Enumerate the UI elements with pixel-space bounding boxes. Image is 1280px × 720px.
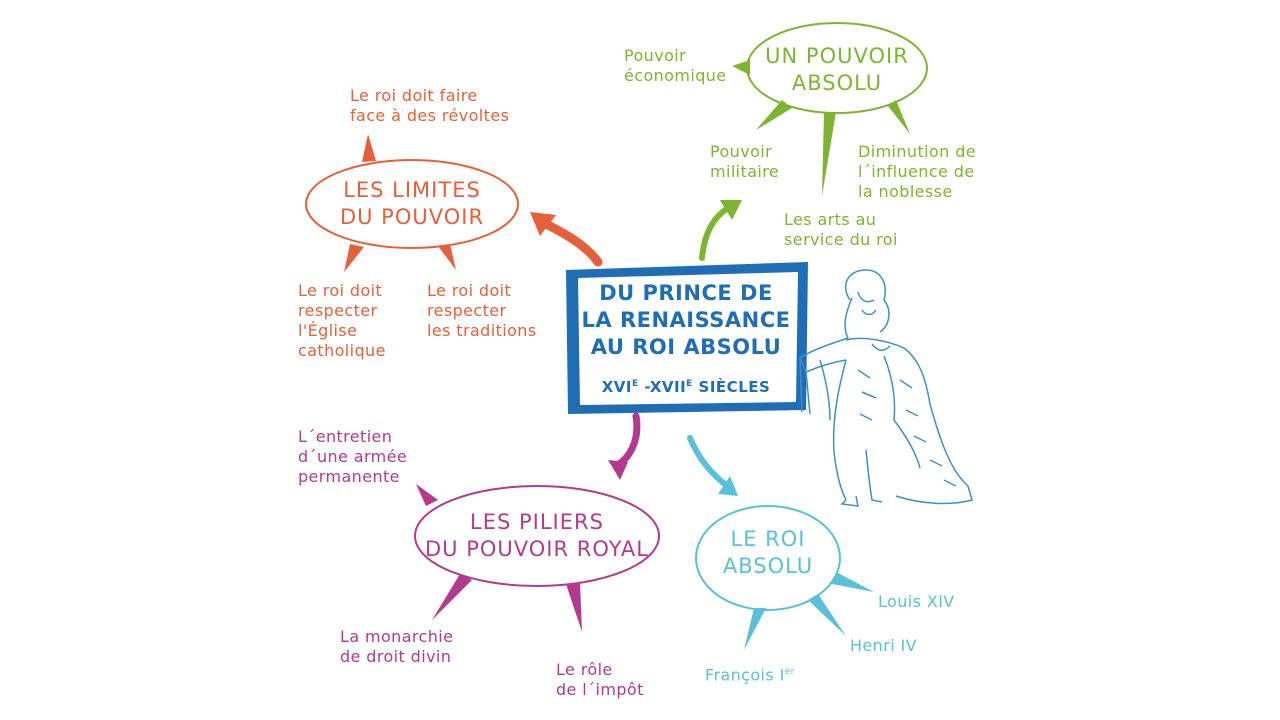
limites-branch-eglise: Le roi doit respecter l'Église catholiqu… [298, 281, 386, 360]
limites-title: LES LIMITES DU POUVOIR [339, 178, 485, 229]
piliers-branch-monarchie: La monarchie de droit divin [340, 627, 454, 666]
central-title: DU PRINCE DE LA RENAISSANCE AU ROI ABSOL… [572, 280, 800, 361]
roi-absolu-branch-henri: Henri IV [850, 636, 917, 655]
roi-absolu-branch-louis: Louis XIV [878, 592, 955, 611]
pouvoir-absolu-bubble [732, 22, 928, 196]
limites-branch-traditions: Le roi doit respecter les traditions [427, 281, 537, 340]
pouvoir-absolu-branch-economique: Pouvoir économique [624, 46, 727, 85]
louis-xiv-portrait-illustration [799, 269, 973, 507]
pouvoir-absolu-branch-noblesse: Diminution de l´influence de la noblesse [858, 142, 977, 201]
piliers-branch-impot: Le rôle de l´impôt [556, 660, 644, 699]
limites-branch-revoltes: Le roi doit faire face à des révoltes [350, 86, 510, 125]
central-box [566, 262, 808, 414]
roi-absolu-branch-francois: François Ier [705, 665, 795, 685]
central-subtitle: XVIE -XVIIE SIÈCLES [601, 378, 771, 396]
piliers-title: LES PILIERS DU POUVOIR ROYAL [424, 510, 649, 561]
pouvoir-absolu-branch-militaire: Pouvoir militaire [710, 142, 780, 181]
piliers-branch-armee: L´entretien d´une armée permanente [298, 427, 408, 486]
arrow-to-limites [530, 212, 603, 267]
roi-absolu-bubble [695, 505, 874, 650]
arrow-to-pouvoir-absolu [699, 200, 742, 261]
pouvoir-absolu-branch-arts: Les arts au service du roi [784, 210, 898, 249]
piliers-bubble [414, 484, 660, 632]
pouvoir-absolu-title: UN POUVOIR ABSOLU [765, 44, 909, 95]
limites-bubble [305, 134, 519, 272]
arrow-to-roi-absolu [687, 435, 738, 496]
roi-absolu-title: LE ROI ABSOLU [722, 527, 814, 578]
central-title-line2: LA RENAISSANCE [581, 308, 791, 332]
central-title-line3: AU ROI ABSOLU [590, 335, 782, 359]
arrow-to-piliers [608, 412, 641, 480]
central-title-line1: DU PRINCE DE [599, 281, 773, 305]
